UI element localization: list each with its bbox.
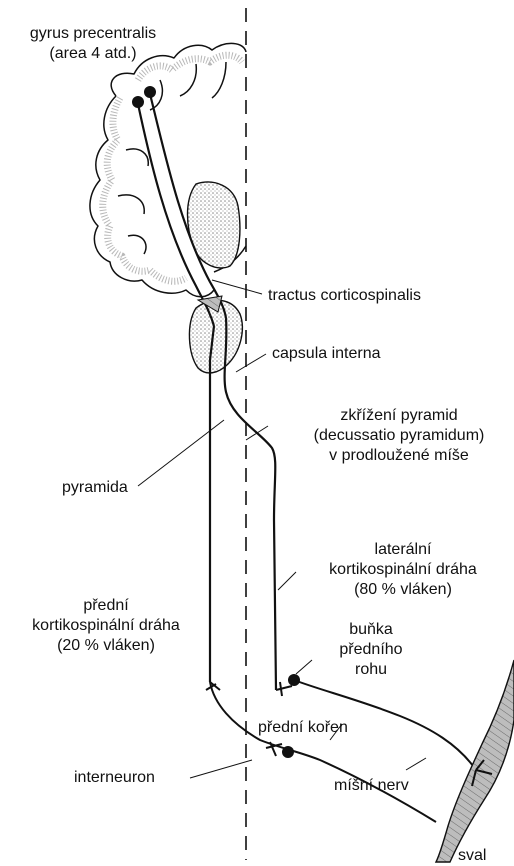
label-bunka-predniho-rohu: buňka předního rohu [316,620,426,680]
cortex-neuron-2 [144,86,156,98]
gyrus-line1: gyrus precentralis [4,24,182,44]
decussatio-line2: (decussatio pyramidum) [292,426,506,446]
label-sval: sval [458,846,486,866]
muscle-shape [436,660,514,862]
bunka-line1: buňka [316,620,426,640]
label-pyramida: pyramida [62,478,128,498]
cortex-neuron-1 [132,96,144,108]
predni-line2: kortikospinální dráha [4,616,208,636]
lateral-corticospinal-tract [225,318,276,690]
label-lateral-tract: laterální kortikospinální dráha (80 % vl… [296,540,510,600]
lateral-line1: laterální [296,540,510,560]
label-decussatio: zkřížení pyramid (decussatio pyramidum) … [292,406,506,466]
decussatio-line3: v prodloužené míše [292,446,506,466]
label-tractus: tractus corticospinalis [268,286,421,306]
predni-line1: přední [4,596,208,616]
anterior-corticospinal-tract [210,326,214,682]
lateral-line2: kortikospinální dráha [296,560,510,580]
bunka-line2: předního [316,640,426,660]
label-interneuron: interneuron [74,768,155,788]
interneuron-cell [282,746,294,758]
label-misni-nerv: míšní nerv [334,776,409,796]
label-predni-koren: přední kořen [258,718,348,738]
basal-ganglia [188,182,240,268]
label-anterior-tract: přední kortikospinální dráha (20 % vláke… [4,596,208,656]
label-capsula: capsula interna [272,344,381,364]
bunka-line3: rohu [316,660,426,680]
interneuron-pathway [210,682,436,822]
label-gyrus-precentralis: gyrus precentralis (area 4 atd.) [4,24,182,64]
decussatio-line1: zkřížení pyramid [292,406,506,426]
lateral-line3: (80 % vláken) [296,580,510,600]
predni-line3: (20 % vláken) [4,636,208,656]
gyrus-line2: (area 4 atd.) [4,44,182,64]
